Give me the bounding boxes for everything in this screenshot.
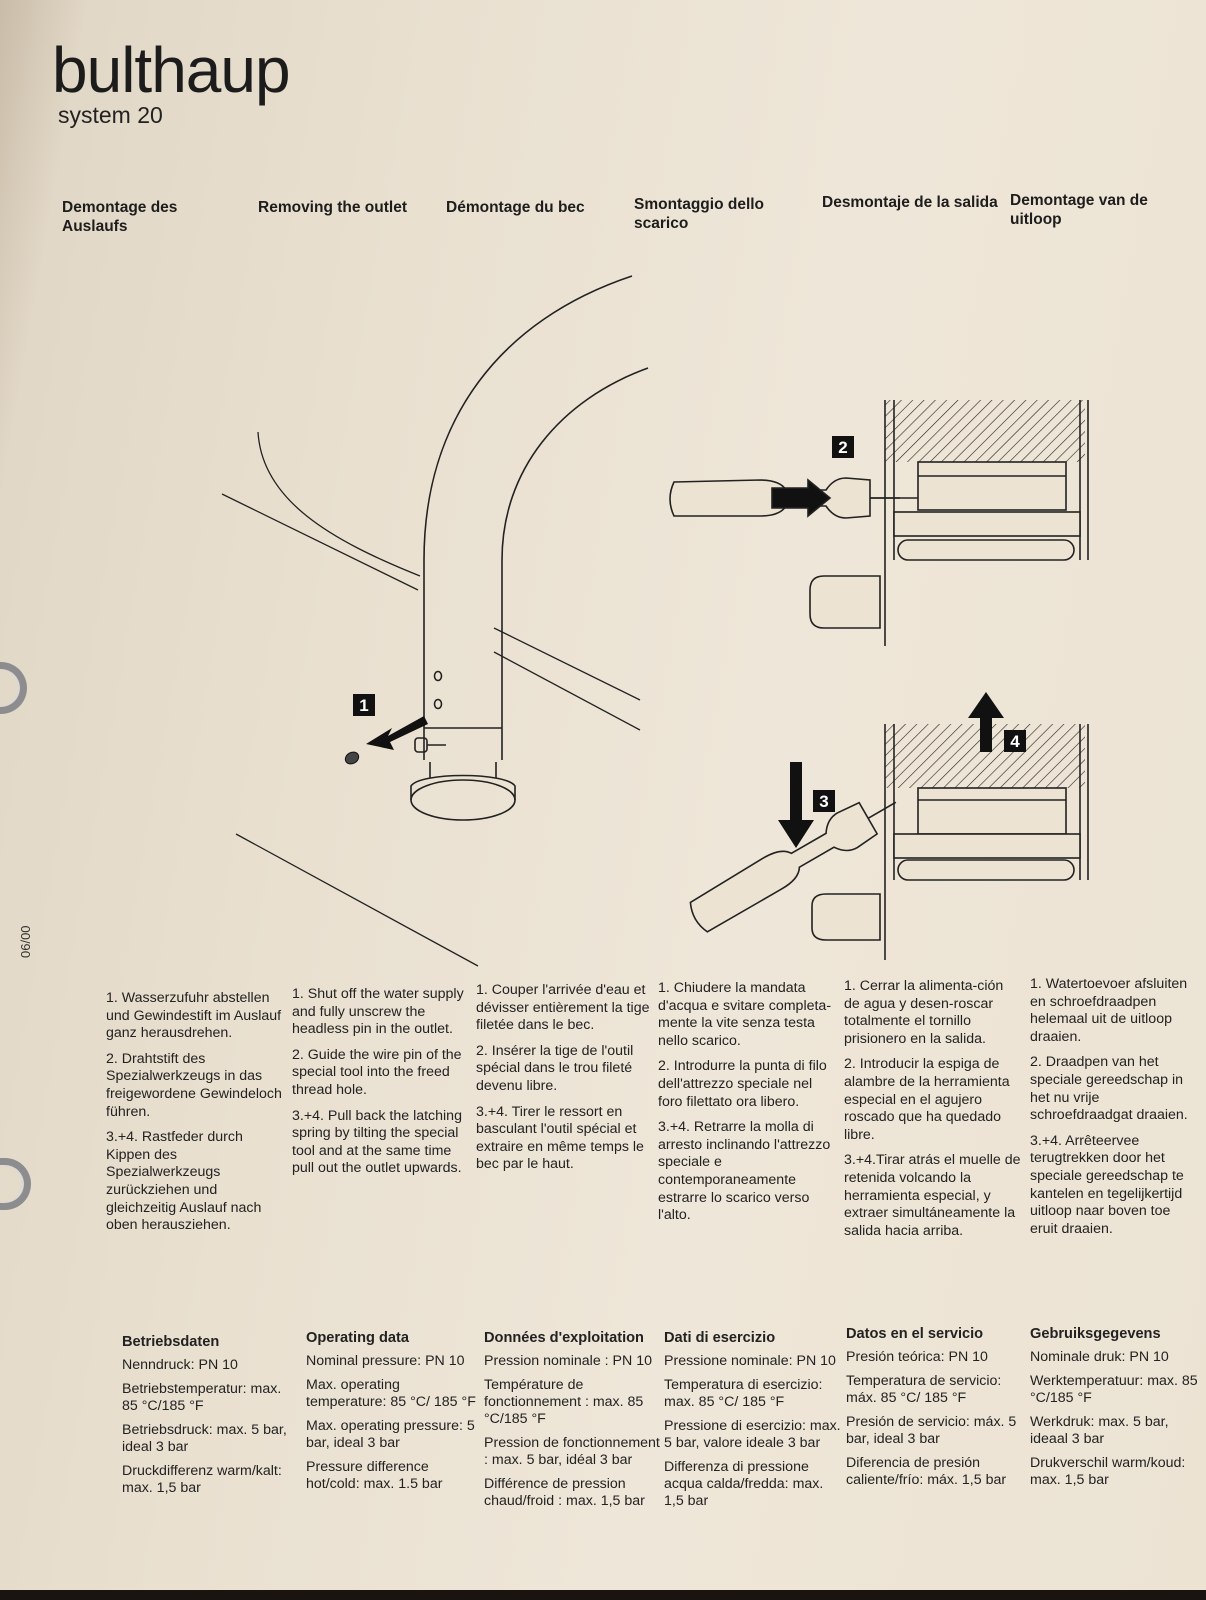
data-item: Pressione di esercizio: max. 5 bar, valo…	[664, 1418, 841, 1451]
step-text: 1. Couper l'arrivée d'eau et dévisser en…	[476, 982, 650, 1034]
step-text: 1. Watertoevoer afsluiten en schroefdraa…	[1030, 976, 1188, 1045]
data-title: Données d'exploitation	[484, 1330, 644, 1346]
step3-arrow	[778, 762, 814, 848]
brand-logo: bulthaup	[52, 34, 291, 106]
step2-badge: 2	[832, 436, 854, 458]
step1-badge: 1	[353, 694, 375, 716]
data-title: Gebruiksgegevens	[1030, 1326, 1161, 1342]
steps-de: 1. Wasserzufuhr abstellen und Gewindesti…	[106, 990, 284, 1243]
data-item: Differenza di pressione acqua calda/fred…	[664, 1459, 824, 1509]
data-item: Temperatura de servicio: máx. 85 °C/ 185…	[846, 1373, 1002, 1406]
binder-ring-lower	[0, 1158, 31, 1210]
data-item: Betriebsdruck: max. 5 bar, ideal 3 bar	[122, 1422, 287, 1455]
special-tool-lower	[689, 801, 897, 933]
data-item: Nenndruck: PN 10	[122, 1357, 238, 1373]
data-item: Nominal pressure: PN 10	[306, 1353, 465, 1369]
data-item: Pressure difference hot/cold: max. 1.5 b…	[306, 1459, 443, 1492]
step-text: 2. Guide the wire pin of the special too…	[292, 1046, 462, 1098]
step-text: 2. Insérer la tige de l'outil spécial da…	[476, 1042, 634, 1094]
data-title: Operating data	[306, 1330, 409, 1346]
edge-date-label: 06/00	[18, 925, 33, 958]
data-item: Nominale druk: PN 10	[1030, 1349, 1169, 1365]
steps-nl: 1. Watertoevoer afsluiten en schroefdraa…	[1030, 976, 1198, 1246]
step-text: 3.+4. Rastfeder durch Kippen des Spezial…	[106, 1129, 262, 1234]
data-title: Datos en el servicio	[846, 1326, 984, 1342]
data-item: Presión teórica: PN 10	[846, 1349, 988, 1365]
heading-fr: Démontage du bec	[446, 199, 585, 216]
data-en: Operating data Nominal pressure: PN 10 M…	[306, 1330, 484, 1500]
data-de: Betriebsdaten Nenndruck: PN 10 Betriebst…	[122, 1334, 300, 1504]
data-item: Drukverschil warm/koud: max. 1,5 bar	[1030, 1455, 1186, 1488]
data-item: Max. operating temperature: 85 °C/ 185 °…	[306, 1377, 476, 1410]
heading-en: Removing the outlet	[258, 199, 407, 216]
step-text: 2. Introdurre la punta di filo dell'attr…	[658, 1058, 827, 1110]
step3-badge: 3	[813, 790, 835, 812]
data-item: Presión de servicio: máx. 5 bar, ideal 3…	[846, 1414, 1017, 1447]
heading-es: Desmontaje de la salida	[822, 194, 998, 211]
heading-de: Demontage des Auslaufs	[62, 199, 178, 235]
data-title: Dati di esercizio	[664, 1330, 776, 1346]
data-item: Température de fonctionnement : max. 85 …	[484, 1377, 644, 1427]
steps-it: 1. Chiudere la mandata d'acqua e svitare…	[658, 980, 836, 1233]
data-item: Différence de pression chaud/froid : max…	[484, 1476, 645, 1509]
steps-fr: 1. Couper l'arrivée d'eau et dévisser en…	[476, 982, 654, 1182]
data-item: Pressione nominale: PN 10	[664, 1353, 836, 1369]
steps-en: 1. Shut off the water supply and fully u…	[292, 986, 470, 1186]
data-item: Druckdifferenz warm/kalt: max. 1,5 bar	[122, 1463, 282, 1496]
step1-arrow	[344, 716, 428, 765]
step-text: 3.+4. Retrarre la molla di arresto incli…	[658, 1119, 831, 1224]
data-it: Dati di esercizio Pressione nominale: PN…	[664, 1330, 842, 1517]
data-item: Max. operating pressure: 5 bar, ideal 3 …	[306, 1418, 475, 1451]
data-item: Werktemperatuur: max. 85 °C/185 °F	[1030, 1373, 1198, 1406]
product-subtitle: system 20	[58, 102, 163, 128]
svg-text:2: 2	[838, 438, 847, 457]
data-item: Werkdruk: max. 5 bar, ideaal 3 bar	[1030, 1414, 1169, 1447]
data-item: Temperatura di esercizio: max. 85 °C/ 18…	[664, 1377, 823, 1410]
step-text: 1. Chiudere la mandata d'acqua e svitare…	[658, 980, 832, 1049]
step-text: 2. Drahtstift des Spezialwerkzeugs in da…	[106, 1050, 282, 1120]
data-nl: Gebruiksgegevens Nominale druk: PN 10 We…	[1030, 1326, 1200, 1496]
faucet-outlet	[410, 275, 649, 821]
step-text: 3.+4.Tirar atrás el muelle de retenida v…	[844, 1152, 1021, 1239]
data-item: Pression de fonctionnement : max. 5 bar,…	[484, 1435, 660, 1468]
binder-ring-upper	[0, 662, 27, 714]
step-text: 3.+4. Tirer le ressort en basculant l'ou…	[476, 1103, 644, 1173]
data-title: Betriebsdaten	[122, 1334, 220, 1350]
countertop-lines	[221, 431, 641, 967]
step4-badge: 4	[1004, 730, 1026, 752]
step-text: 3.+4. Pull back the latching spring by t…	[292, 1107, 462, 1177]
steps-es: 1. Cerrar la alimenta-ción de agua y des…	[844, 978, 1022, 1248]
heading-it: Smontaggio dello scarico	[634, 196, 765, 232]
step-text: 3.+4. Arrêteervee terugtrekken door het …	[1030, 1132, 1184, 1237]
data-item: Pression nominale : PN 10	[484, 1353, 652, 1369]
svg-text:3: 3	[819, 792, 828, 811]
data-fr: Données d'exploitation Pression nominale…	[484, 1330, 662, 1517]
data-item: Diferencia de presión caliente/frío: máx…	[846, 1455, 1007, 1488]
step-text: 1. Cerrar la alimenta-ción de agua y des…	[844, 978, 1004, 1047]
data-es: Datos en el servicio Presión teórica: PN…	[846, 1326, 1024, 1496]
step-text: 2. Introducir la espiga de alambre de la…	[844, 1056, 1010, 1143]
data-item: Betriebstemperatur: max. 85 °C/185 °F	[122, 1381, 282, 1414]
step4-arrow	[968, 692, 1004, 752]
cross-section-upper	[809, 400, 1089, 646]
step-text: 1. Shut off the water supply and fully u…	[292, 986, 464, 1038]
step-text: 1. Wasserzufuhr abstellen und Gewindesti…	[106, 990, 282, 1042]
svg-text:1: 1	[359, 696, 368, 715]
special-tool-upper	[669, 477, 900, 519]
heading-nl: Demontage van de uitloop	[1010, 192, 1148, 228]
step-text: 2. Draadpen van het speciale gereedschap…	[1030, 1054, 1188, 1124]
svg-text:4: 4	[1010, 732, 1020, 751]
